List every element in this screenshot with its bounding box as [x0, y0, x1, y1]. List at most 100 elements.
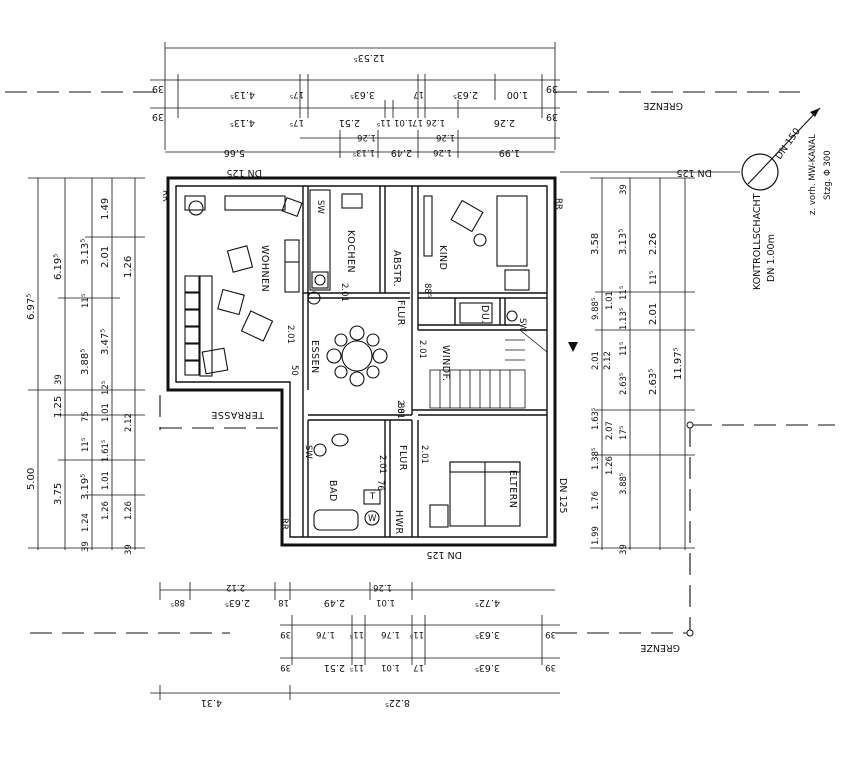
left-dimensions: [28, 177, 145, 550]
dim-top-r1-1: 4.13⁵: [230, 89, 255, 100]
dim-right-c2-6: 17⁵: [619, 426, 629, 440]
dim-bot-r2-2: 11⁵: [350, 629, 364, 639]
right-dimensions: [590, 177, 695, 550]
dim-top-r2-5: 1.01: [394, 117, 413, 127]
dim-bad-88: 88⁵: [395, 403, 405, 417]
dim-left-c3-5: 3.19⁵: [80, 474, 91, 500]
dim-left-c3-1: 11⁵: [81, 294, 91, 308]
dim-top-r2-7: 1.26: [426, 117, 445, 127]
dim-top-r3-0: 1.26: [357, 132, 376, 142]
dim-left-c4-2: 3.47⁵: [100, 329, 111, 355]
dim-wohnen-2-01: 2.01: [285, 325, 295, 344]
dim-bot-r3-5: 3.63⁵: [475, 662, 500, 673]
dim-top-r2-9: 39: [546, 111, 558, 122]
dim-left-c4-5: 1.61⁵: [101, 440, 111, 462]
kontrollschacht-dn: DN 1.00m: [766, 234, 777, 282]
furniture-wohnen: [184, 195, 303, 377]
kanal-label-1: z. vorh. MW-KANAL: [808, 134, 818, 215]
dim-bot-r3-6: 39: [545, 662, 556, 672]
dim-top-r1-2: 17⁵: [290, 89, 304, 99]
dim-essen-2-01: 2.01: [395, 400, 405, 419]
dim-left-c2-2: 1.25: [53, 396, 64, 418]
dim-left-outer-1: 5.00: [26, 468, 37, 490]
dim-left-c3-7: 39: [81, 541, 91, 552]
dim-top-r2-8: 2.26: [494, 117, 515, 128]
room-windf: WINDF.: [440, 345, 451, 382]
stairs: [429, 329, 548, 409]
dim-right-c3-4: 2.07: [605, 421, 615, 440]
room-kochen: KOCHEN: [345, 230, 356, 273]
entrance-arrow: [568, 342, 578, 352]
building-walls: [166, 176, 557, 547]
dim-top-r1-3: 3.63⁵: [350, 89, 375, 100]
dim-left-c5-3: 39: [124, 544, 134, 555]
dim-right-c3-0: 2.26: [648, 233, 659, 255]
kontrollschacht-symbol: [741, 107, 821, 191]
dim-left-c5-1: 2.12: [124, 413, 134, 432]
dim-right-c2-3: 1.13⁵: [619, 308, 629, 330]
bottom-dimensions: [150, 582, 560, 700]
furniture-bad: [313, 433, 381, 531]
dim-left-c4-6: 1.01: [101, 471, 111, 490]
dim-bot-r1-4: 1.01: [376, 597, 395, 607]
dn125-top-right: DN 125: [676, 167, 712, 178]
room-kind: KIND: [437, 245, 448, 270]
dim-right-c3-2: 2.63⁵: [648, 369, 659, 395]
dim-top-r2-1: 4.13⁵: [230, 117, 255, 128]
dim-top-r4-4: 1.99: [499, 147, 520, 158]
dim-top-r2-0: 39: [152, 111, 164, 122]
dim-bot-r1-0: 88⁵: [171, 597, 185, 607]
dim-left-c3-2: 3.88⁵: [80, 349, 91, 375]
room-flur-bottom: FLUR: [397, 445, 408, 471]
furniture-kind: [423, 195, 530, 291]
dim-left-c3-3: 75: [81, 411, 91, 422]
dim-left-c2-3: 3.75: [53, 483, 64, 505]
dim-bot-r1b-1: 1.26: [373, 582, 392, 592]
dn125-bottom: DN 125: [426, 549, 462, 560]
room-eltern: ELTERN: [507, 470, 518, 509]
dim-right-c3-5: 11⁵: [649, 271, 659, 285]
dim-left-c4-0: 1.49: [100, 198, 111, 220]
dim-left-c2-0: 6.19⁵: [53, 254, 64, 280]
dim-flur-2-01: 2.01: [417, 340, 427, 359]
dn125-right: DN 125: [557, 478, 568, 514]
room-abstr: ABSTR.: [391, 250, 402, 287]
dim-bot-r2-3: 1.76: [381, 629, 400, 639]
property-boundary-lines: [5, 91, 835, 637]
rr-label-2: RR: [553, 198, 563, 210]
dim-right-c2-1: 3.13⁵: [618, 229, 629, 255]
dim-right-c2-5: 2.63⁵: [619, 373, 629, 395]
dim-right-c3-3: 1.26: [605, 456, 615, 475]
furniture-du: [459, 302, 518, 324]
dim-top-r1-5: 2.63⁵: [453, 89, 478, 100]
dim-bot-r1-3: 2.49: [324, 597, 345, 608]
dim-top-r2-2: 17⁵: [290, 117, 304, 127]
dim-left-c4-4: 1.01: [101, 403, 111, 422]
kanal-label-2: Stzg. Φ 300: [823, 150, 833, 200]
dim-right-c2-8: 39: [619, 544, 629, 555]
dim-left-c3-6: 1.24: [81, 513, 91, 532]
dim-left-c4-7: 1.26: [101, 501, 111, 520]
dim-top-r1-6: 1.00: [507, 89, 528, 100]
room-hwr: HWR: [393, 510, 404, 535]
rr-label-1: RR: [160, 190, 170, 202]
room-flur-top: FLUR: [395, 300, 406, 326]
dim-bot-r4-0: 4.31: [201, 697, 222, 708]
dim-right-c1-3: 2.12: [603, 351, 613, 370]
room-terrasse: TERRASSE: [211, 409, 265, 420]
dim-top-r1-7: 39: [546, 83, 558, 94]
top-dimensions: [150, 42, 560, 158]
grenze-label-top: GRENZE: [643, 100, 683, 111]
dim-bot-r2-1: 1.76: [316, 629, 335, 639]
dim-right-c3-6: 1.01: [605, 291, 615, 310]
room-bad: BAD: [327, 480, 338, 502]
dim-right-c1-5: 1.38⁵: [591, 448, 601, 470]
t-marker: T: [369, 492, 376, 502]
dim-bot-r1-5: 4.72⁵: [475, 597, 500, 608]
dim-right-c1-2: 2.01: [591, 351, 601, 370]
dim-wohnen-50: 50: [289, 365, 299, 376]
dim-right-c1-0: 3.58: [590, 233, 601, 255]
dim-bot-r2-5: 3.63⁵: [475, 629, 500, 640]
dim-bot-r4-1: 8.22⁵: [385, 697, 410, 708]
